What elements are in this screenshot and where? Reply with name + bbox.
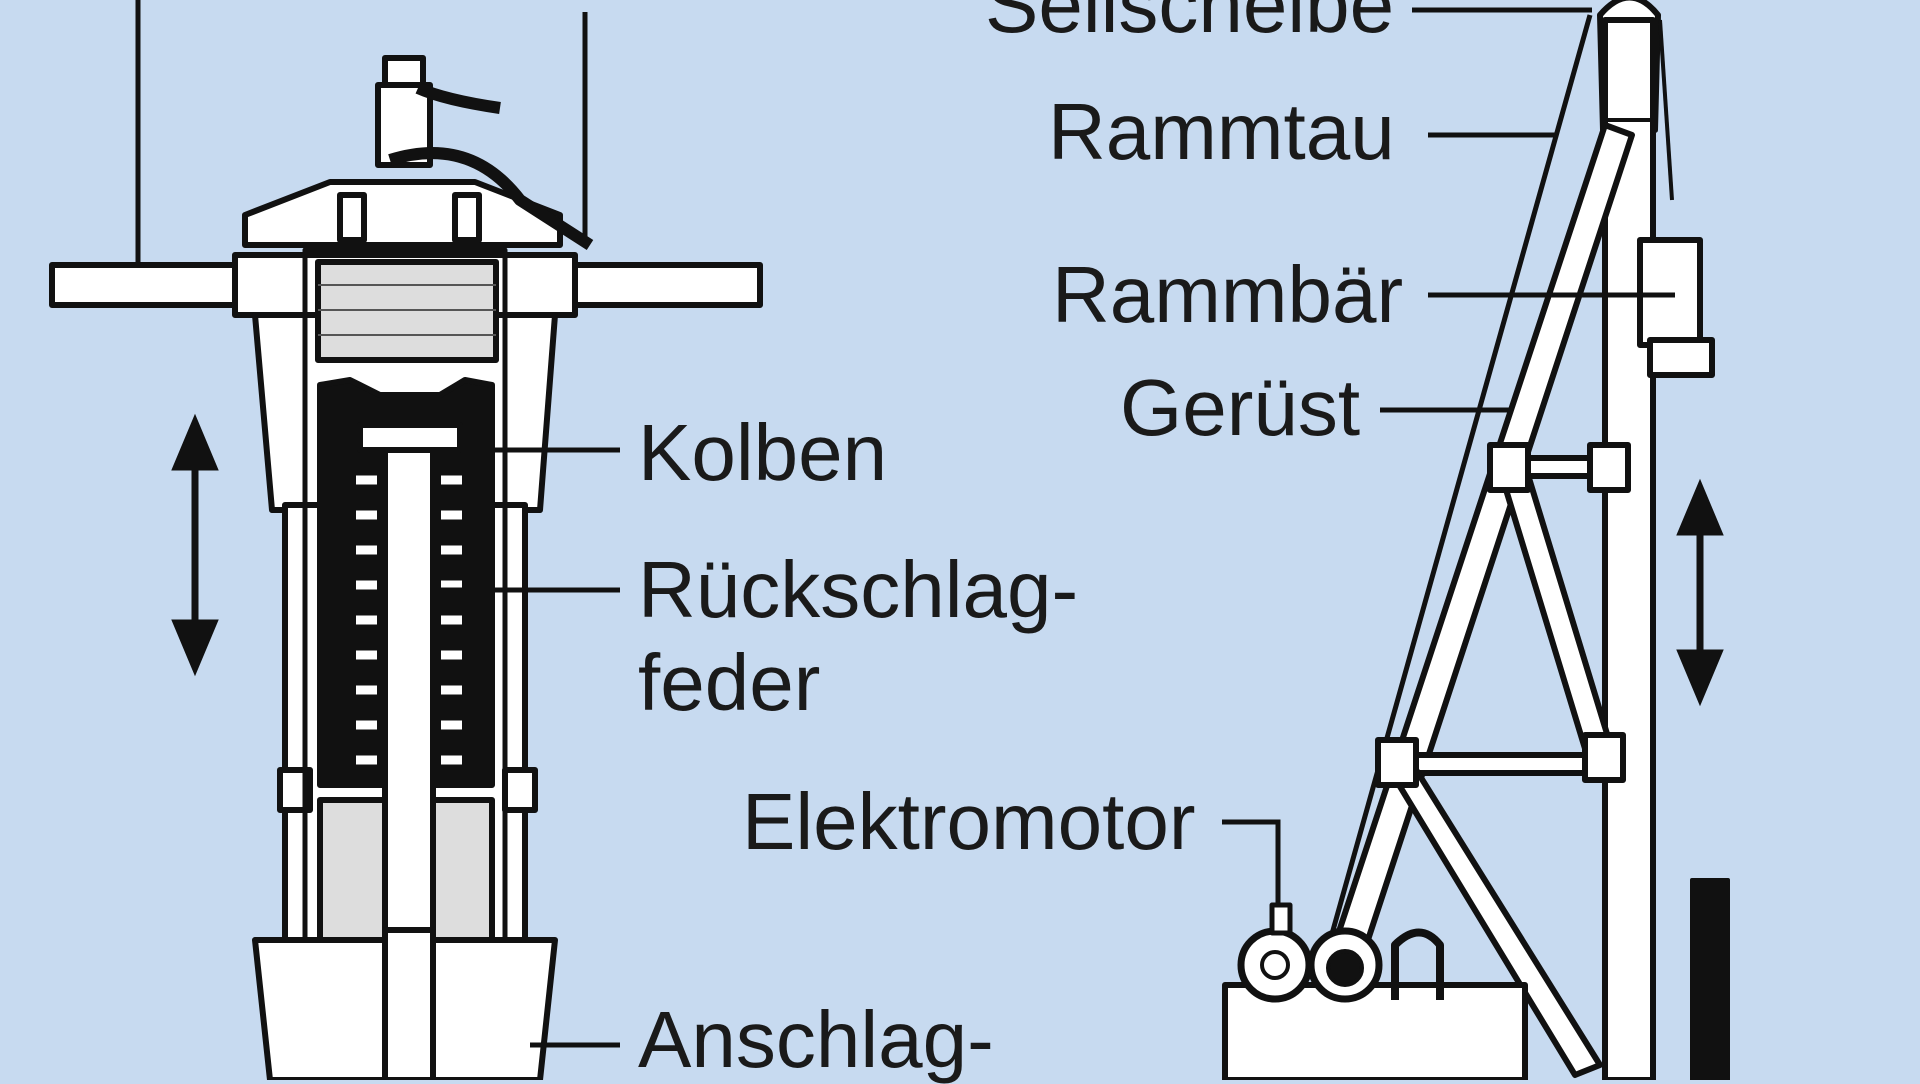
return-spring xyxy=(356,475,462,765)
leader-lines-left xyxy=(135,0,620,1048)
label-hammer: Rammbär xyxy=(1052,250,1404,339)
label-sheave: Seilscheibe xyxy=(985,0,1395,49)
label-spring-line2: feder xyxy=(638,638,821,727)
pile xyxy=(1690,878,1730,1080)
double-arrow-icon xyxy=(171,413,219,677)
label-frame: Gerüst xyxy=(1120,363,1361,452)
label-rope: Rammtau xyxy=(1048,87,1395,176)
rope xyxy=(1302,14,1593,1031)
label-motor: Elektromotor xyxy=(742,777,1196,866)
label-piston: Kolben xyxy=(638,408,888,497)
rammer-tool xyxy=(49,55,763,1080)
leader-lines-right xyxy=(1222,7,1675,905)
motor-cap xyxy=(1269,902,1293,936)
label-stop: Anschlag- xyxy=(638,995,994,1084)
pile-driver xyxy=(1222,0,1730,1080)
label-spring-line1: Rückschlag- xyxy=(638,545,1079,634)
piston xyxy=(357,422,463,453)
double-arrow-icon xyxy=(1676,478,1724,707)
